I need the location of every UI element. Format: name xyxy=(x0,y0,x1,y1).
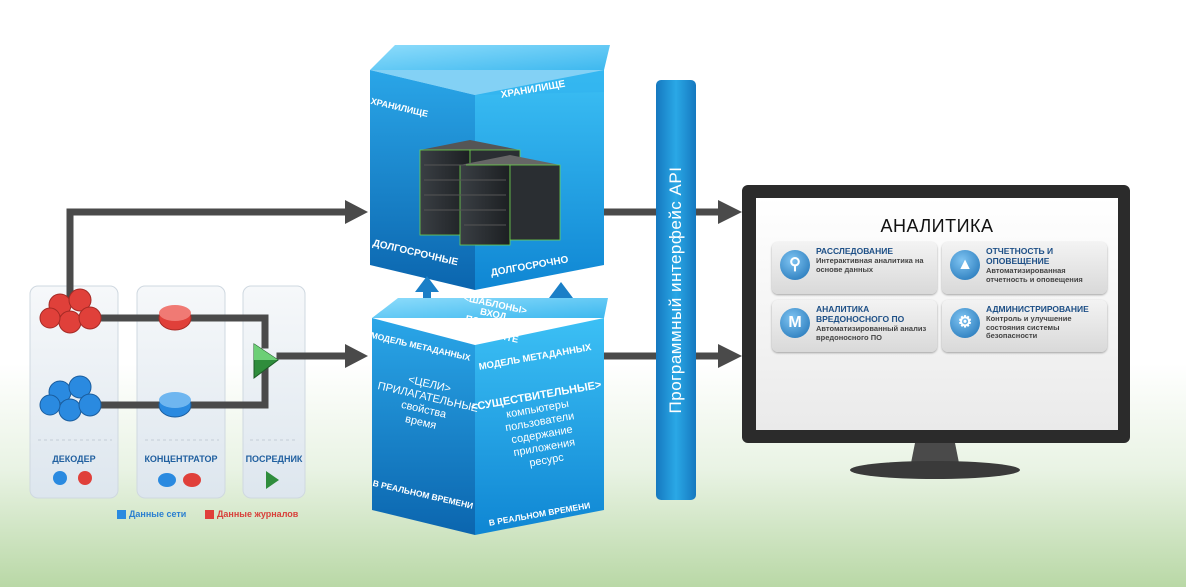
broker-label: ПОСРЕДНИК xyxy=(245,454,303,464)
decoder-log-mini-icon xyxy=(78,471,92,485)
legend-logs-swatch xyxy=(205,510,214,519)
legend-logs-label: Данные журналов xyxy=(217,509,299,519)
broker-panel xyxy=(242,285,306,499)
concentrator-log-mini-icon xyxy=(183,473,201,487)
magnifier-icon: ⚲ xyxy=(780,250,810,280)
card-reporting-text: Автоматизированная отчетность и оповещен… xyxy=(986,266,1083,284)
card-administration-title: АДМИНИСТРИРОВАНИЕ xyxy=(986,304,1089,314)
card-administration-text: Контроль и улучшение состояния системы б… xyxy=(986,314,1072,340)
api-bar xyxy=(656,80,696,500)
gear-icon: ⚙ xyxy=(950,308,980,338)
concentrator-log-node xyxy=(158,305,192,331)
concentrator-net-mini-icon xyxy=(158,473,176,487)
concentrator-net-node xyxy=(158,392,192,418)
arrow-to-monitor-top xyxy=(718,200,742,224)
report-icon: ▲ xyxy=(950,250,980,280)
malware-icon: M xyxy=(780,308,810,338)
broker-mini-icon xyxy=(266,471,279,489)
concentrator-panel xyxy=(136,285,226,499)
decoder-net-cluster xyxy=(39,375,102,422)
card-investigation-text: Интерактивная аналитика на основе данных xyxy=(816,256,924,274)
card-malware-text: Автоматизированный анализ вредоносного П… xyxy=(816,324,927,342)
legend-network-label: Данные сети xyxy=(129,509,187,519)
arrow-to-metadata xyxy=(345,344,368,368)
metadata-cube xyxy=(372,298,608,535)
legend-network-swatch xyxy=(117,510,126,519)
card-administration[interactable]: ⚙ АДМИНИСТРИРОВАНИЕ Контроль и улучшение… xyxy=(942,300,1107,352)
api-label: Программный интерфейс API xyxy=(666,166,685,414)
card-investigation-title: РАССЛЕДОВАНИЕ xyxy=(816,246,893,256)
broker-node xyxy=(253,343,279,379)
card-reporting-title: ОТЧЕТНОСТЬ И ОПОВЕЩЕНИЕ xyxy=(986,246,1054,266)
server-racks xyxy=(419,140,561,246)
card-malware[interactable]: M АНАЛИТИКА ВРЕДОНОСНОГО ПО Автоматизиро… xyxy=(772,300,937,352)
decoder-log-cluster xyxy=(39,288,102,334)
decoder-net-mini-icon xyxy=(53,471,67,485)
analytics-title: АНАЛИТИКА xyxy=(880,216,994,236)
concentrator-label: КОНЦЕНТРАТОР xyxy=(144,454,218,464)
card-malware-title: АНАЛИТИКА ВРЕДОНОСНОГО ПО xyxy=(816,304,905,324)
flow-lines xyxy=(66,208,724,409)
card-investigation[interactable]: ⚲ РАССЛЕДОВАНИЕ Интерактивная аналитика … xyxy=(772,242,937,294)
card-reporting[interactable]: ▲ ОТЧЕТНОСТЬ И ОПОВЕЩЕНИЕ Автоматизирова… xyxy=(942,242,1107,294)
arrow-to-monitor-bottom xyxy=(718,344,742,368)
decoder-label: ДЕКОДЕР xyxy=(52,454,96,464)
arrow-to-storage xyxy=(345,200,368,224)
